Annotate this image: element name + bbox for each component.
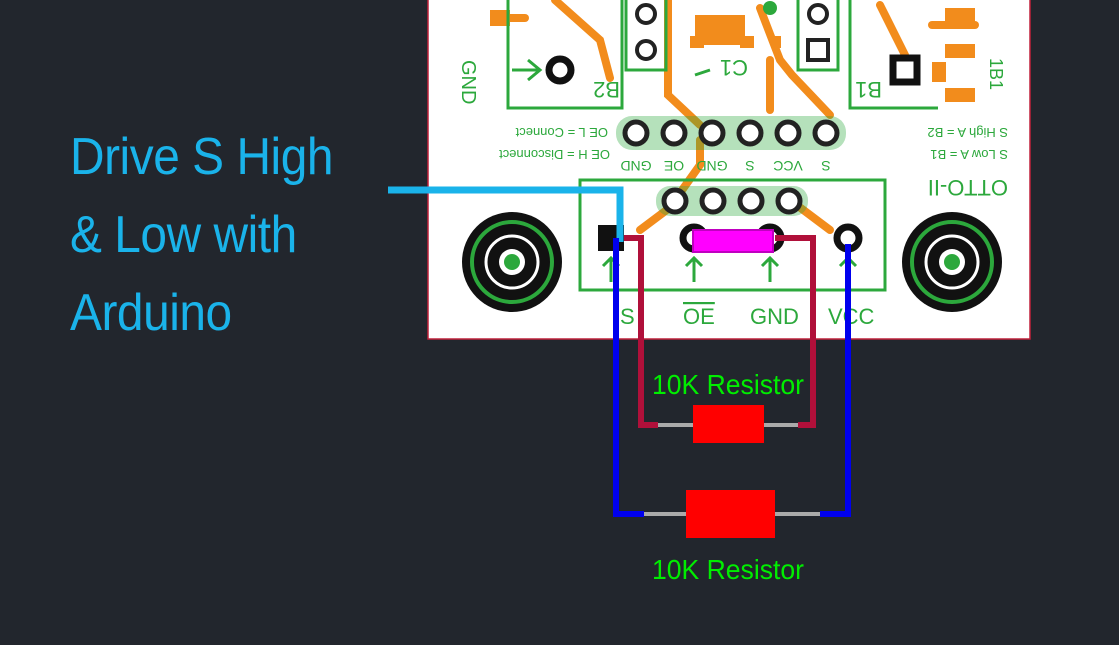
silk-note-s-2: S Low A = B1: [930, 147, 1008, 162]
caption-pointer-line: [388, 186, 624, 242]
silk-note-oe-1: OE L = Connect: [515, 125, 608, 140]
red-wires: [624, 235, 816, 428]
mounting-hole-right: [902, 212, 1002, 312]
header-pin: [736, 119, 764, 147]
resistor-bottom: [644, 490, 820, 538]
silk-note-s-1: S High A = B2: [927, 125, 1008, 140]
pin-label-vcc: VCC: [828, 304, 875, 329]
pcb-silk-text: GND B2 B1 C1 1B1 OTTO-II OE L = Connect …: [457, 55, 1008, 200]
pcb-mid-pins: [656, 186, 808, 216]
pcb-pads: [490, 8, 975, 102]
resistor-top: [658, 405, 798, 443]
caption-line-3: Arduino: [70, 284, 232, 342]
header-pin-label: OE: [664, 158, 684, 174]
mounting-hole-left: [462, 212, 562, 312]
header-pin-label: GND: [620, 158, 651, 174]
pcb-silk-outlines: [506, 0, 938, 292]
resistor-top-label: 10K Resistor: [652, 369, 804, 400]
caption-line-2: & Low with: [70, 206, 297, 264]
resistor-bottom-label: 10K Resistor: [652, 554, 804, 585]
caption: Drive S High & Low with Arduino: [70, 118, 333, 352]
pcb-header-row: [616, 116, 846, 150]
pcb-bottom-labels: S OE GND VCC: [620, 304, 875, 329]
header-pin: [774, 119, 802, 147]
pin-label-s: S: [620, 304, 635, 329]
pcb-board: GND B2 B1 C1 1B1 OTTO-II OE L = Connect …: [427, 0, 1031, 340]
silk-gnd: GND: [457, 60, 479, 104]
header-pin-label: S: [821, 158, 830, 174]
silk-otto: OTTO-II: [928, 175, 1008, 200]
silk-c1: C1: [720, 55, 748, 80]
pcb-arrow: [512, 58, 543, 82]
header-row-backing: [616, 116, 846, 150]
header-pin: [812, 119, 840, 147]
pin-label-oe: OE: [683, 304, 715, 329]
header-pin-label: VCC: [773, 158, 803, 174]
pin-label-gnd: GND: [750, 304, 799, 329]
oe-gnd-jumper: [692, 229, 774, 253]
silk-1b1: 1B1: [986, 58, 1006, 90]
header-pin-label: GND: [696, 158, 727, 174]
header-pin: [698, 119, 726, 147]
caption-line-1: Drive S High: [70, 128, 334, 186]
pcb-header-labels: GND OE GND S VCC S: [620, 158, 830, 174]
blue-wires: [613, 238, 851, 517]
header-pin: [660, 119, 688, 147]
silk-note-oe-2: OE H = Disconnect: [499, 147, 610, 162]
header-pin-label: S: [745, 158, 754, 174]
pcb-top-holes: [545, 1, 921, 86]
header-pin: [622, 119, 650, 147]
silk-b1: B1: [855, 77, 882, 102]
silk-b2: B2: [593, 77, 620, 102]
